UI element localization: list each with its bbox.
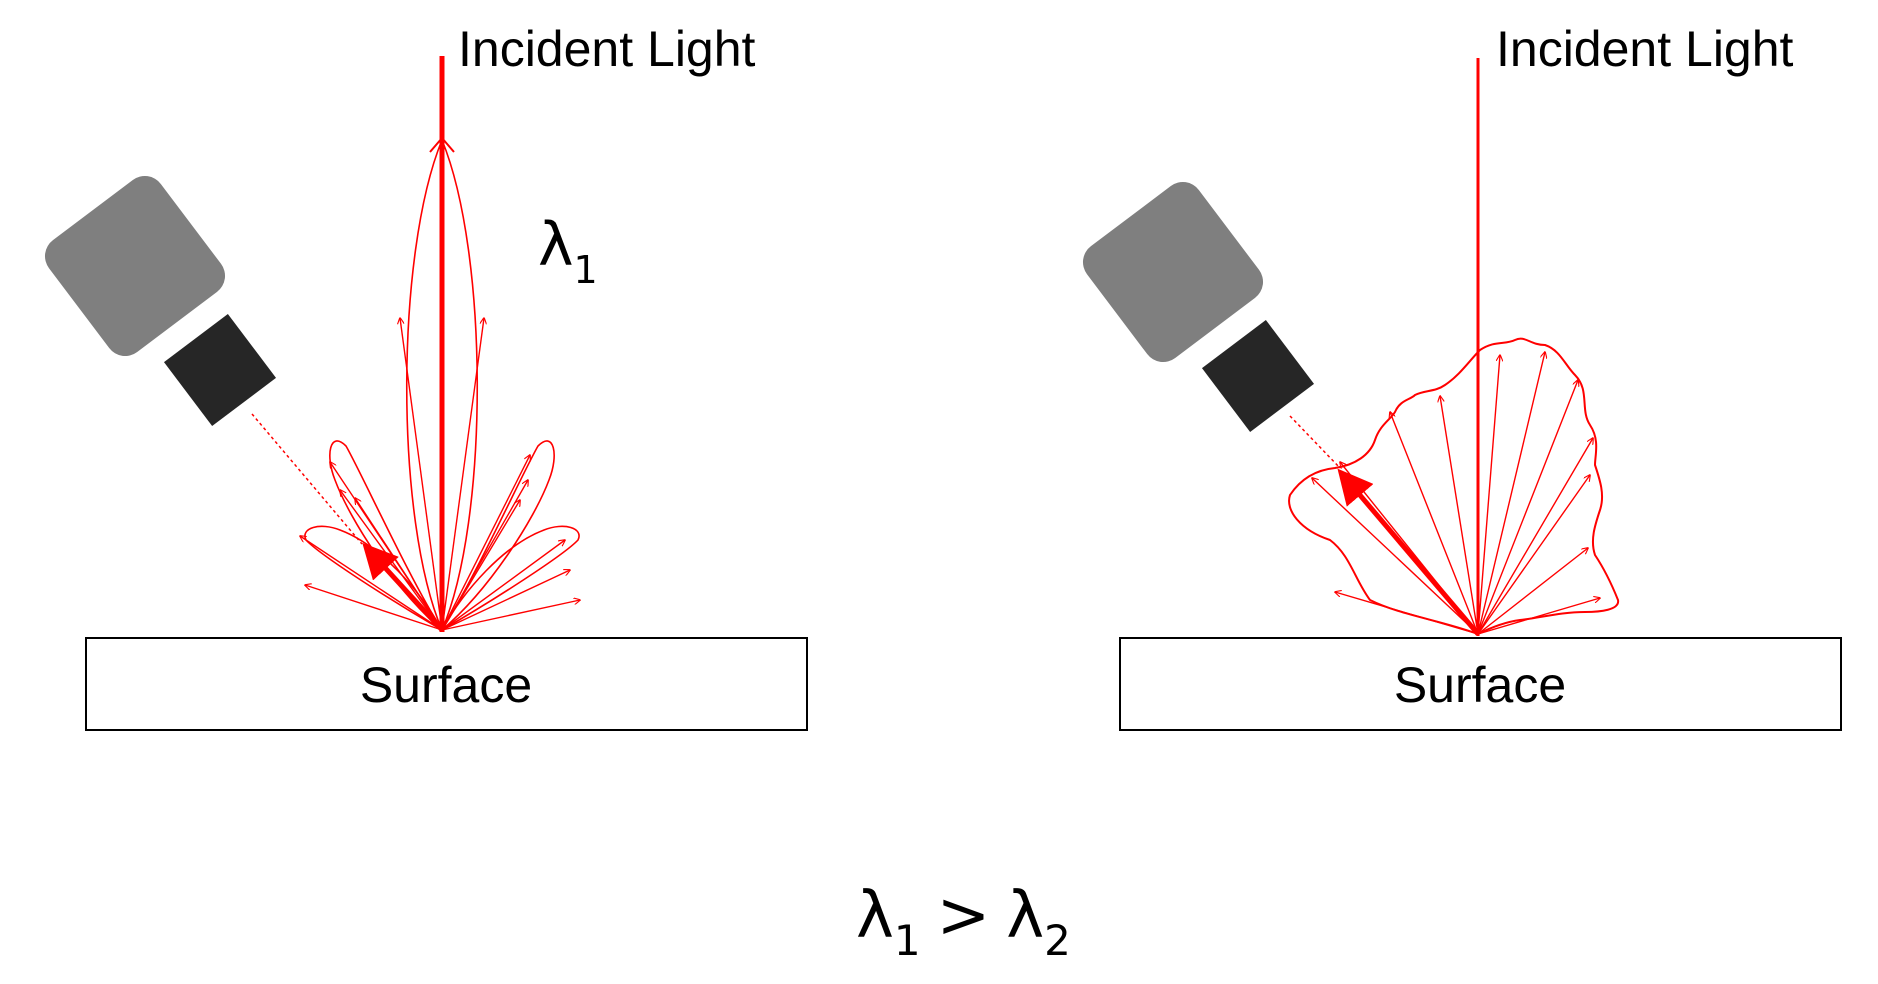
camera-body [44, 175, 226, 357]
ray [340, 490, 443, 631]
ray [1477, 438, 1593, 635]
surface-box [85, 637, 808, 731]
ray [1440, 396, 1479, 635]
ray [441, 318, 484, 631]
ray [305, 585, 443, 631]
surface-label: Surface [360, 657, 532, 713]
panel-right: Incident Light Surface [1082, 21, 1842, 731]
left-inner-lobe [329, 440, 443, 631]
ray [1477, 598, 1600, 635]
camera-icon [1082, 181, 1315, 433]
camera-lens [163, 313, 277, 427]
right-inner-lobe [441, 440, 555, 631]
ray [1477, 475, 1590, 635]
incident-light-label: Incident Light [458, 21, 756, 77]
lambda1-symbol: λ [856, 879, 894, 953]
wavelength-comparison: λ1>λ2 [856, 879, 1071, 965]
camera-lens [1201, 319, 1315, 433]
ray [1477, 355, 1500, 635]
ray [1335, 592, 1479, 635]
ray [441, 600, 580, 631]
ray [400, 318, 443, 631]
camera-sightline [251, 413, 363, 545]
panel-left: Incident Light λ1 Surface [44, 21, 808, 731]
ray [1477, 380, 1578, 635]
surface-label: Surface [1394, 657, 1566, 713]
incident-light-label: Incident Light [1496, 21, 1794, 77]
ray [441, 570, 570, 631]
lambda1-subscript: 1 [894, 916, 921, 965]
detected-ray [1337, 468, 1480, 636]
detected-ray [362, 542, 444, 632]
ray [1390, 412, 1479, 635]
lambda2-subscript: 2 [1044, 916, 1071, 965]
ray [441, 500, 520, 631]
ray [441, 455, 530, 631]
greater-than-operator: > [937, 879, 991, 953]
ray [1477, 352, 1545, 635]
wavelength-label: λ1 [538, 210, 598, 292]
camera-body [1082, 181, 1264, 363]
surface-box [1119, 637, 1842, 731]
ray [441, 540, 565, 631]
specular-arrowhead [429, 136, 455, 153]
left-outer-lobe [304, 525, 445, 633]
diffuse-envelope [1288, 337, 1620, 636]
camera-icon [44, 175, 277, 427]
camera-sightline [1289, 415, 1341, 469]
ray [355, 498, 443, 631]
right-outer-lobe [439, 525, 580, 633]
ray [1477, 548, 1588, 635]
lambda-symbol: λ [538, 210, 574, 280]
lambda2-symbol: λ [1006, 879, 1044, 953]
lambda-subscript: 1 [574, 248, 598, 292]
ray [300, 536, 443, 631]
